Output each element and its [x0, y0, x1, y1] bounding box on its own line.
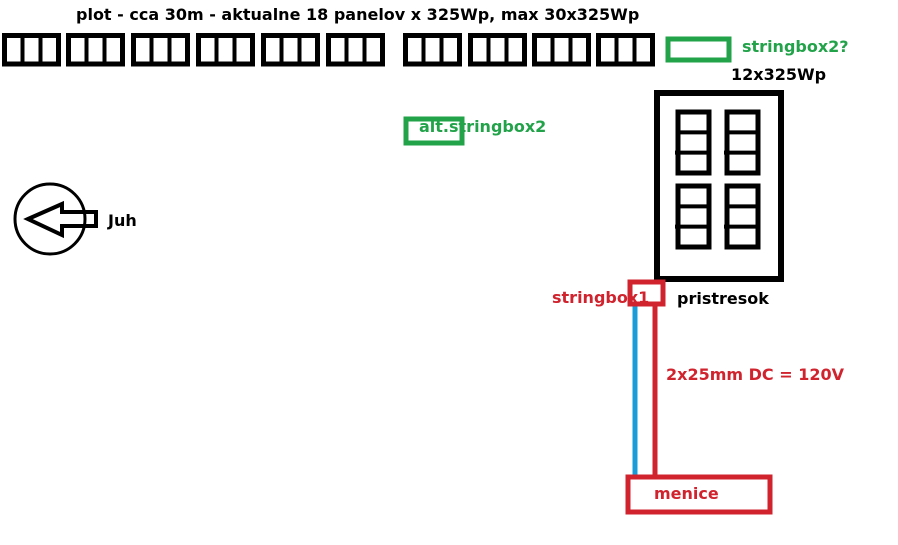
shelter-panel-group — [675, 109, 712, 176]
alt-stringbox2-label: alt.stringbox2 — [419, 117, 547, 136]
fence-panel-group — [261, 33, 320, 67]
shelter-panel-group — [724, 183, 761, 250]
fence-panel-frame — [2, 33, 61, 67]
roof-panels-label: 12x325Wp — [731, 65, 827, 84]
stringbox1-label: stringbox1 — [552, 288, 650, 307]
fence-panel-row — [2, 33, 655, 67]
shelter-panel-group — [675, 183, 712, 250]
fence-panel-frame — [532, 33, 591, 67]
fence-panel-frame — [261, 33, 320, 67]
compass-south-icon — [13, 182, 98, 256]
fence-panel-frame — [403, 33, 462, 67]
shelter-panel-frame — [724, 109, 761, 176]
fence-panel-frame — [468, 33, 527, 67]
compass-direction-label: Juh — [108, 211, 137, 230]
shelter-panel-grid — [675, 109, 761, 250]
diagram-title: plot - cca 30m - aktualne 18 panelov x 3… — [76, 5, 640, 24]
shelter-panel-frame — [675, 183, 712, 250]
stringbox2-box — [665, 36, 732, 63]
fence-panel-group — [2, 33, 61, 67]
fence-panel-group — [403, 33, 462, 67]
fence-panel-frame — [66, 33, 125, 67]
fence-panel-group — [326, 33, 385, 67]
fence-panel-frame — [131, 33, 190, 67]
fence-panel-group — [468, 33, 527, 67]
shelter-label: pristresok — [677, 289, 769, 308]
stringbox1-box — [627, 279, 666, 307]
fence-panel-frame — [196, 33, 255, 67]
stringbox2-label: stringbox2? — [742, 37, 849, 56]
inverter-box — [625, 474, 773, 515]
inverter-label: menice — [654, 484, 719, 503]
fence-panel-group — [596, 33, 655, 67]
fence-panel-frame — [596, 33, 655, 67]
fence-panel-group — [66, 33, 125, 67]
alt-stringbox2-box — [403, 116, 465, 146]
shelter-panel-group — [724, 109, 761, 176]
fence-panel-group — [131, 33, 190, 67]
fence-panel-group — [196, 33, 255, 67]
shelter-panel-frame — [724, 183, 761, 250]
shelter-panel-frame — [675, 109, 712, 176]
fence-panel-group — [532, 33, 591, 67]
cable-spec-label: 2x25mm DC = 120V — [666, 365, 844, 384]
fence-panel-frame — [326, 33, 385, 67]
shelter-outline — [654, 90, 784, 282]
